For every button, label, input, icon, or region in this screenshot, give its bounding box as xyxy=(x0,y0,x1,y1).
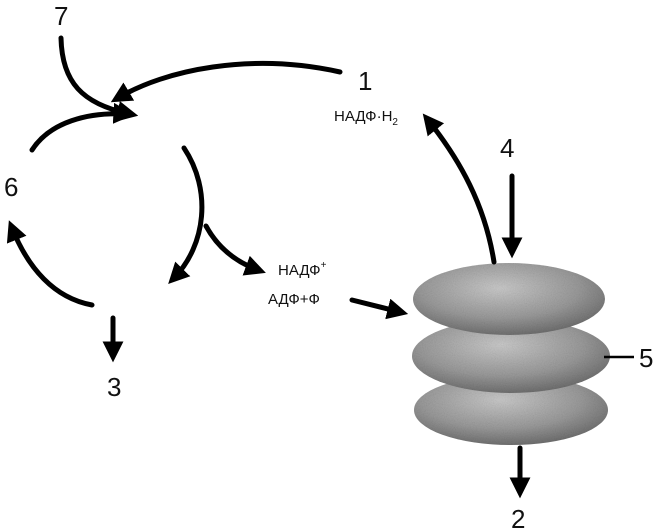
label-7: 7 xyxy=(54,1,68,31)
arrow-adp-into-stack xyxy=(349,297,409,320)
thylakoid-disk-middle xyxy=(412,319,610,393)
arrow-to-nadp xyxy=(203,223,266,276)
thylakoid-disk-top xyxy=(413,263,605,335)
label-nadph: НАДФ·Н2 xyxy=(334,108,398,128)
label-6: 6 xyxy=(4,172,18,202)
grana-stack xyxy=(412,263,610,445)
nadph-subscript: 2 xyxy=(392,117,398,128)
arc-bottom-to-6 xyxy=(6,220,95,308)
label-2: 2 xyxy=(511,504,525,532)
label-3: 3 xyxy=(107,372,121,402)
arrow-7-into-cycle xyxy=(58,35,139,122)
label-1: 1 xyxy=(358,66,372,96)
label-adp-p: АДФ+Ф xyxy=(268,291,320,308)
nadph-main: НАДФ·Н xyxy=(334,108,392,125)
arrow-stack-to-1 xyxy=(422,113,497,265)
nadp-superscript: + xyxy=(321,260,327,271)
label-4: 4 xyxy=(500,133,514,163)
label-5: 5 xyxy=(639,343,653,373)
nadp-main: НАДФ xyxy=(278,262,321,279)
arc-right-down xyxy=(168,145,205,285)
thylakoid-disk-bottom xyxy=(414,375,608,445)
arrow-from-1-to-cycle xyxy=(110,61,343,103)
label-nadp: НАДФ+ xyxy=(278,260,327,279)
arc-6-to-top xyxy=(29,102,135,153)
